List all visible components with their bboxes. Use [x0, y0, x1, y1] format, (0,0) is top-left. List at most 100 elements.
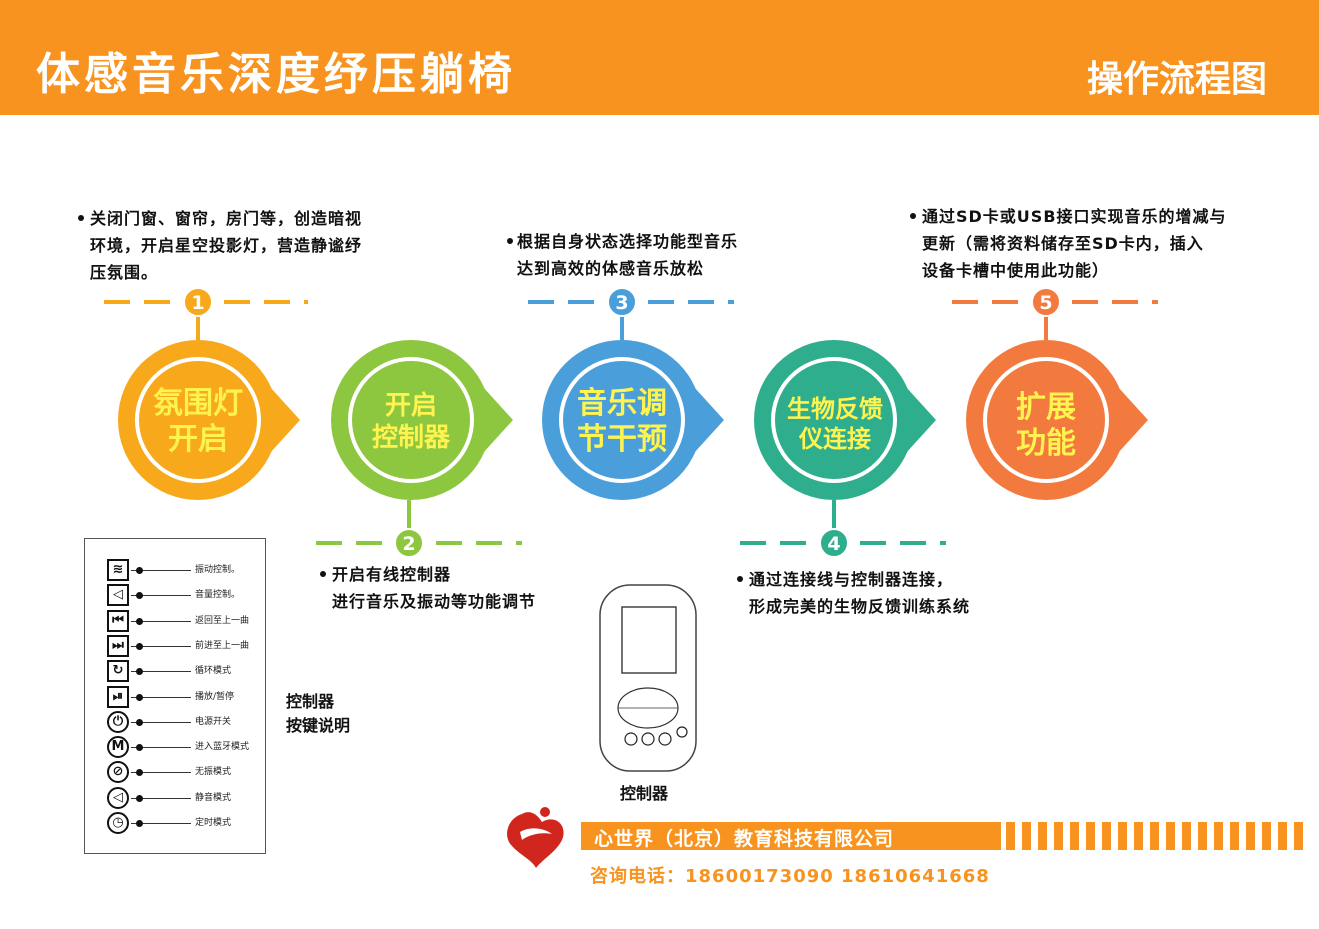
footer-stripe: [1278, 822, 1287, 850]
remote-caption: 控制器: [620, 784, 669, 803]
step-4-number-badge: [819, 528, 849, 558]
company-logo-swoosh: [520, 828, 552, 840]
bullet-icon: [320, 571, 326, 577]
page-title: 体感音乐深度纾压躺椅: [36, 49, 516, 100]
legend-row: ◁ 静音模式: [85, 786, 265, 811]
footer-stripe: [1214, 822, 1223, 850]
footer-stripe: [1230, 822, 1239, 850]
remote-mute-button: [658, 732, 672, 746]
footer-stripe: [1294, 822, 1303, 850]
footer-stripe: [1070, 822, 1079, 850]
remote-mode-button: [641, 732, 655, 746]
mute-icon: ◁: [107, 786, 129, 809]
legend-dot: [136, 820, 143, 827]
footer-stripe: [1262, 822, 1271, 850]
volume-icon: ◁: [107, 584, 129, 607]
legend-dot: [136, 794, 143, 802]
footer-band: [581, 822, 1001, 850]
footer-stripe: [1198, 822, 1207, 850]
footer-stripe: [1134, 822, 1143, 850]
legend-row: ≋振动控制。: [85, 559, 265, 583]
legend-dot: [136, 642, 143, 650]
legend-dot: [136, 668, 143, 676]
legend-label: 无振模式: [195, 767, 232, 778]
legend-row: ◁音量控制。: [85, 584, 265, 608]
phone-numbers: 咨询电话：18600173090 18610641668: [590, 866, 990, 887]
legend-leader-line: [131, 570, 191, 571]
legend-leader-line: [131, 696, 191, 698]
footer-stripe: [1022, 822, 1031, 850]
step-4-number: 4: [827, 533, 840, 555]
legend-dot: [136, 567, 143, 574]
company-name: 心世界（北京）教育科技有限公司: [594, 828, 895, 850]
legend-label: 静音模式: [195, 792, 232, 803]
legend-row: ⏭ 前进至上一曲: [85, 634, 265, 659]
bullet-icon: [507, 238, 513, 244]
panel-caption: 控制器 按键说明: [286, 692, 351, 735]
legend-label: 前进至上一曲: [195, 640, 250, 651]
step-3-number-badge: [607, 287, 637, 317]
step-1-number-badge: [183, 287, 213, 317]
bullet-icon: [78, 215, 84, 221]
loop-icon: ↻: [107, 660, 129, 683]
legend-row: ⏯ 播放/暂停: [85, 685, 265, 710]
footer-stripe: [1102, 822, 1111, 850]
page-subtitle: 操作流程图: [1086, 59, 1267, 100]
legend-row: ⊘ 无振模式: [85, 761, 265, 785]
legend-label: 电源开关: [195, 716, 232, 727]
legend-label: 播放/暂停: [195, 691, 235, 702]
power-icon: ⏻: [107, 710, 129, 733]
legend-dot: [136, 592, 143, 600]
legend-leader-line: [131, 620, 191, 622]
step-4-description: 通过连接线与控制器连接， 形成完美的生物反馈训练系统: [749, 570, 971, 616]
no-vibration-icon: ⊘: [107, 761, 129, 784]
legend-row: ↻ 循环模式: [85, 660, 265, 684]
footer-stripe: [1038, 822, 1047, 850]
footer-stripe: [1118, 822, 1127, 850]
legend-row: ⏻ 电源开关: [85, 710, 265, 735]
legend-leader-line: [131, 747, 191, 749]
step-4-inner-ring: [771, 357, 897, 483]
legend-leader-line: [131, 671, 191, 673]
footer-stripe: [1150, 822, 1159, 850]
footer-stripe: [1006, 822, 1015, 850]
remote-power-button: [624, 732, 638, 746]
legend-label: 定时模式: [195, 818, 232, 828]
footer-stripe: [1182, 822, 1191, 850]
timer-icon: ◷: [107, 812, 129, 834]
step-5-circle: [966, 340, 1126, 500]
legend-leader-line: [131, 797, 191, 799]
legend-leader-line: [131, 772, 191, 774]
company-logo-icon: [507, 812, 564, 868]
header-bar: 体感音乐深度纾压躺椅 操作流程图: [0, 0, 1319, 115]
play-pause-icon: ⏯: [107, 685, 129, 708]
step-5-number: 5: [1039, 292, 1052, 314]
step-2-number-badge: [394, 528, 424, 558]
footer-stripe: [1086, 822, 1095, 850]
footer-stripe: [1054, 822, 1063, 850]
legend-dot: [136, 718, 143, 726]
step-5-number-badge: [1031, 287, 1061, 317]
legend-label: 进入蓝牙模式: [195, 742, 250, 753]
remote-timer-button: [676, 726, 688, 738]
previous-track-icon: ⏮: [107, 609, 129, 632]
step-1-circle-label: 氛围灯 开启: [153, 386, 243, 457]
company-logo-head: [540, 807, 550, 817]
legend-dot: [136, 693, 143, 701]
step-5-inner-ring: [983, 357, 1109, 483]
bullet-icon: [910, 213, 916, 219]
legend-label: 循环模式: [195, 666, 232, 677]
legend-dot: [136, 769, 143, 777]
legend-dot: [136, 617, 143, 625]
step-4-circle: [754, 340, 914, 500]
step-5-circle-label: 扩展 功能: [1016, 390, 1076, 461]
step-2-number: 2: [402, 533, 415, 555]
step-3-circle-label: 音乐调 节干预: [577, 386, 667, 457]
button-legend-panel: ≋振动控制。◁音量控制。⏮返回至上一曲⏭前进至上一曲↻循环模式⏯播放/暂停⏻电源…: [84, 538, 266, 854]
step-5-description: 通过SD卡或USB接口实现音乐的增减与 更新（需将资料储存至SD卡内，插入 设备…: [922, 207, 1227, 280]
step-1-description: 关闭门窗、窗帘，房门等，创造暗视 环境，开启星空投影灯，营造静谧纾 压氛围。: [90, 209, 363, 282]
legend-leader-line: [131, 595, 191, 597]
next-track-icon: ⏭: [107, 634, 129, 657]
